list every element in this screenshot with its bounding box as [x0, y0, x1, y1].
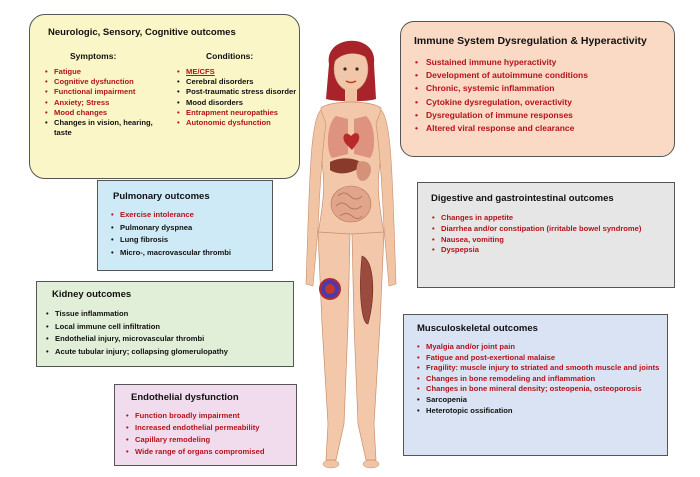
neurologic-outcomes-title: Neurologic, Sensory, Cognitive outcomes — [48, 27, 236, 38]
endothelial-item: Increased endothelial permeability — [126, 422, 296, 434]
neurologic-outcomes-box: Neurologic, Sensory, Cognitive outcomes … — [29, 14, 300, 179]
thigh-muscle-icon — [360, 255, 374, 325]
condition-item: Mood disorders — [177, 98, 297, 108]
kidney-item: Acute tubular injury; collapsing glomeru… — [46, 346, 291, 359]
endothelial-item: Capillary remodeling — [126, 434, 296, 446]
pulmonary-item: Exercise intolerance — [111, 209, 271, 222]
heart-icon — [343, 133, 360, 150]
symptoms-header: Symptoms: — [70, 51, 117, 61]
kidney-outcomes-box: Kidney outcomes Tissue inflammation Loca… — [36, 281, 294, 367]
kidney-list: Tissue inflammation Local immune cell in… — [46, 308, 291, 358]
condition-item: Entrapment neuropathies — [177, 108, 297, 118]
kidney-item: Local immune cell infiltration — [46, 321, 291, 334]
immune-item: Chronic, systemic inflammation — [415, 82, 670, 95]
immune-dysregulation-box: Immune System Dysregulation & Hyperactiv… — [400, 21, 675, 157]
right-arm-icon — [375, 109, 397, 287]
kidney-item: Tissue inflammation — [46, 308, 291, 321]
immune-item: Altered viral response and clearance — [415, 122, 670, 135]
digestive-item: Diarrhea and/or constipation (irritable … — [432, 224, 672, 235]
endothelial-dysfunction-title: Endothelial dysfunction — [131, 392, 239, 403]
digestive-item: Changes in appetite — [432, 213, 672, 224]
symptom-item: Changes in vision, hearing, taste — [45, 118, 163, 138]
left-leg-icon — [317, 231, 351, 461]
musculoskeletal-outcomes-box: Musculoskeletal outcomes Myalgia and/or … — [403, 314, 668, 456]
digestive-list: Changes in appetite Diarrhea and/or cons… — [432, 213, 672, 256]
condition-item: Post-traumatic stress disorder — [177, 87, 297, 97]
immune-item: Dysregulation of immune responses — [415, 109, 670, 122]
musculoskeletal-item: Changes in bone mineral density; osteope… — [417, 384, 665, 395]
musculoskeletal-item: Changes in bone remodeling and inflammat… — [417, 374, 665, 385]
endothelial-list: Function broadly impairment Increased en… — [126, 410, 296, 458]
symptom-item: Cognitive dysfunction — [45, 77, 163, 87]
symptoms-list: Fatigue Cognitive dysfunction Functional… — [45, 67, 163, 138]
kidney-item: Endothelial injury, microvascular thromb… — [46, 333, 291, 346]
musculoskeletal-list: Myalgia and/or joint pain Fatigue and po… — [417, 342, 665, 416]
immune-dysregulation-title: Immune System Dysregulation & Hyperactiv… — [414, 35, 647, 47]
symptom-item: Functional impairment — [45, 87, 163, 97]
immune-item: Sustained immune hyperactivity — [415, 56, 670, 69]
digestive-item: Nausea, vomiting — [432, 235, 672, 246]
lungs-icon — [327, 116, 348, 158]
endothelial-dysfunction-box: Endothelial dysfunction Function broadly… — [114, 384, 297, 466]
musculoskeletal-outcomes-title: Musculoskeletal outcomes — [417, 323, 538, 334]
endothelial-item: Wide range of organs compromised — [126, 446, 296, 458]
pulmonary-outcomes-box: Pulmonary outcomes Exercise intolerance … — [97, 180, 273, 271]
digestive-item: Dyspepsia — [432, 245, 672, 256]
immune-item: Cytokine dysregulation, overactivity — [415, 96, 670, 109]
symptom-item: Mood changes — [45, 108, 163, 118]
conditions-header: Conditions: — [206, 51, 254, 61]
right-leg-icon — [351, 231, 385, 461]
human-body-figure — [305, 40, 397, 469]
symptom-item: Anxiety; Stress — [45, 98, 163, 108]
pulmonary-item: Micro-, macrovascular thrombi — [111, 247, 271, 260]
musculoskeletal-item: Heterotopic ossification — [417, 406, 665, 417]
immune-list: Sustained immune hyperactivity Developme… — [415, 56, 670, 135]
digestive-outcomes-title: Digestive and gastrointestinal outcomes — [431, 193, 614, 204]
pulmonary-item: Lung fibrosis — [111, 234, 271, 247]
endothelial-item: Function broadly impairment — [126, 410, 296, 422]
immune-item: Development of autoimmune conditions — [415, 69, 670, 82]
left-arm-icon — [305, 109, 327, 287]
pulmonary-outcomes-title: Pulmonary outcomes — [113, 191, 210, 202]
musculoskeletal-item: Fragility: muscle injury to striated and… — [417, 363, 665, 374]
musculoskeletal-item: Fatigue and post-exertional malaise — [417, 353, 665, 364]
condition-item: Cerebral disorders — [177, 77, 297, 87]
digestive-outcomes-box: Digestive and gastrointestinal outcomes … — [417, 182, 675, 288]
stomach-icon — [356, 161, 372, 181]
condition-item: Autonomic dysfunction — [177, 118, 297, 128]
pulmonary-item: Pulmonary dyspnea — [111, 222, 271, 235]
symptom-item: Fatigue — [45, 67, 163, 77]
condition-item: ME/CFS — [177, 67, 297, 77]
condition-item-text: ME/CFS — [186, 67, 215, 76]
musculoskeletal-item: Myalgia and/or joint pain — [417, 342, 665, 353]
intestines-icon — [330, 185, 372, 223]
liver-icon — [330, 158, 362, 174]
conditions-list: ME/CFS Cerebral disorders Post-traumatic… — [177, 67, 297, 128]
musculoskeletal-item: Sarcopenia — [417, 395, 665, 406]
kidney-outcomes-title: Kidney outcomes — [52, 289, 132, 300]
pulmonary-list: Exercise intolerance Pulmonary dyspnea L… — [111, 209, 271, 259]
